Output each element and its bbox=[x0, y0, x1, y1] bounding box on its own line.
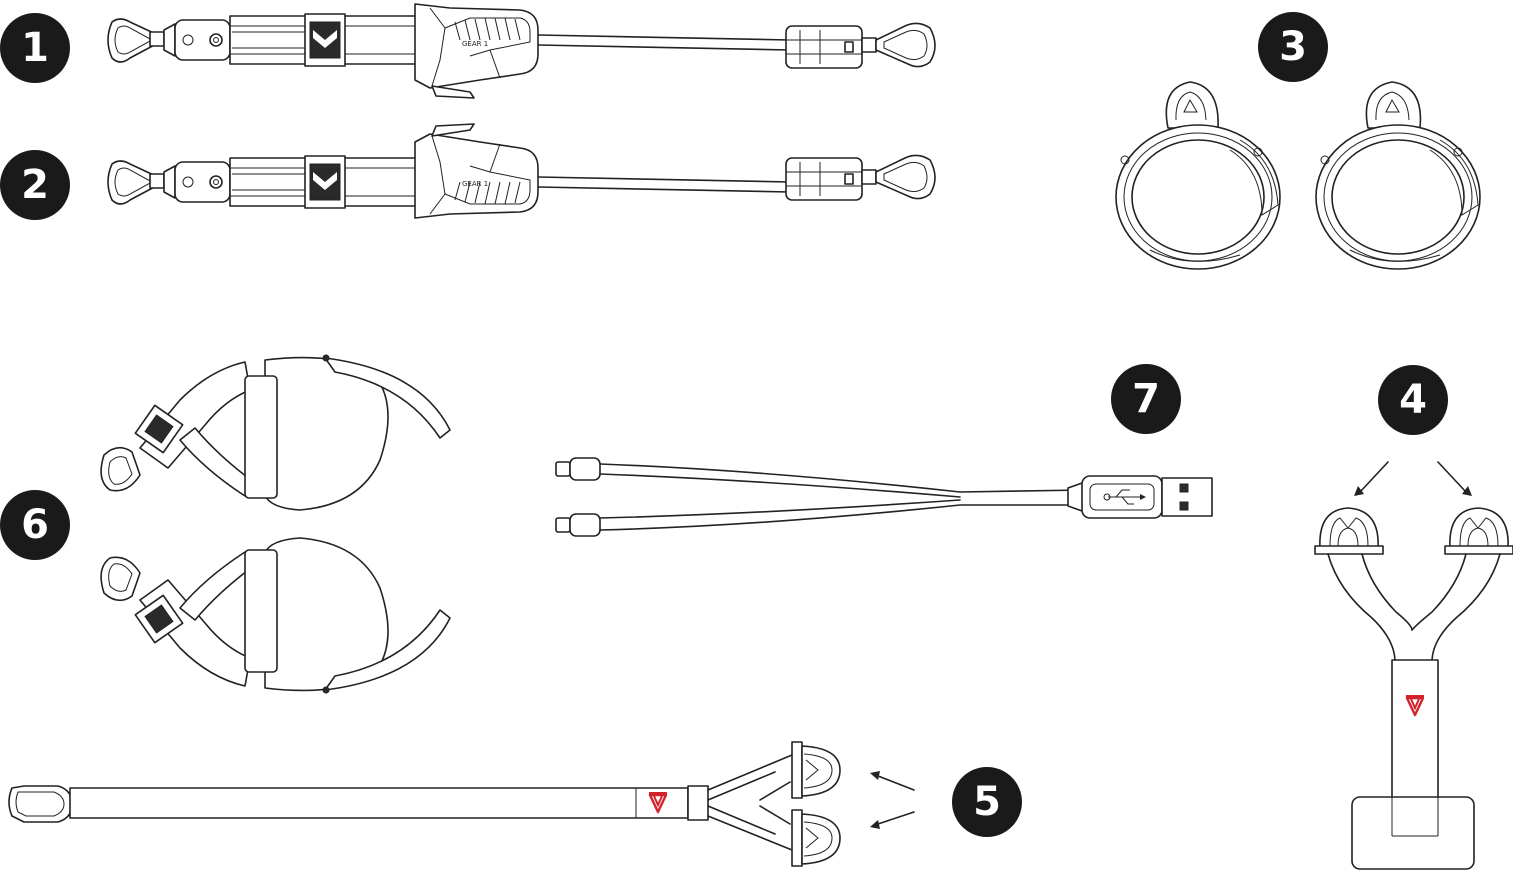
cuff-left bbox=[1115, 81, 1281, 270]
usb-icon bbox=[1103, 489, 1146, 505]
svg-text:GEAR 1: GEAR 1 bbox=[462, 40, 488, 48]
handle-strap-bottom bbox=[100, 537, 451, 694]
resistance-cable-1: GEAR 1 bbox=[107, 3, 936, 99]
badge-5: 5 bbox=[952, 767, 1022, 837]
cuffs bbox=[1115, 81, 1481, 270]
resistance-cable-2: GEAR 1 bbox=[107, 123, 936, 219]
arrow-icon bbox=[870, 771, 880, 780]
door-anchor-double-handle bbox=[1314, 461, 1513, 870]
arrow-icon bbox=[1462, 486, 1472, 496]
arrow-icon bbox=[870, 820, 880, 829]
badge-3: 3 bbox=[1258, 12, 1328, 82]
handle-straps bbox=[100, 354, 451, 694]
cuff-right bbox=[1315, 81, 1481, 270]
long-y-strap bbox=[8, 741, 915, 867]
badge-7: 7 bbox=[1111, 364, 1181, 434]
usb-charging-cable bbox=[555, 457, 1213, 537]
svg-text:GEAR 1: GEAR 1 bbox=[462, 180, 488, 188]
arrow-icon bbox=[1354, 486, 1364, 496]
handle-strap-top bbox=[100, 354, 451, 511]
badge-2: 2 bbox=[0, 150, 70, 220]
badge-1: 1 bbox=[0, 13, 70, 83]
badge-6: 6 bbox=[0, 490, 70, 560]
badge-4: 4 bbox=[1378, 365, 1448, 435]
